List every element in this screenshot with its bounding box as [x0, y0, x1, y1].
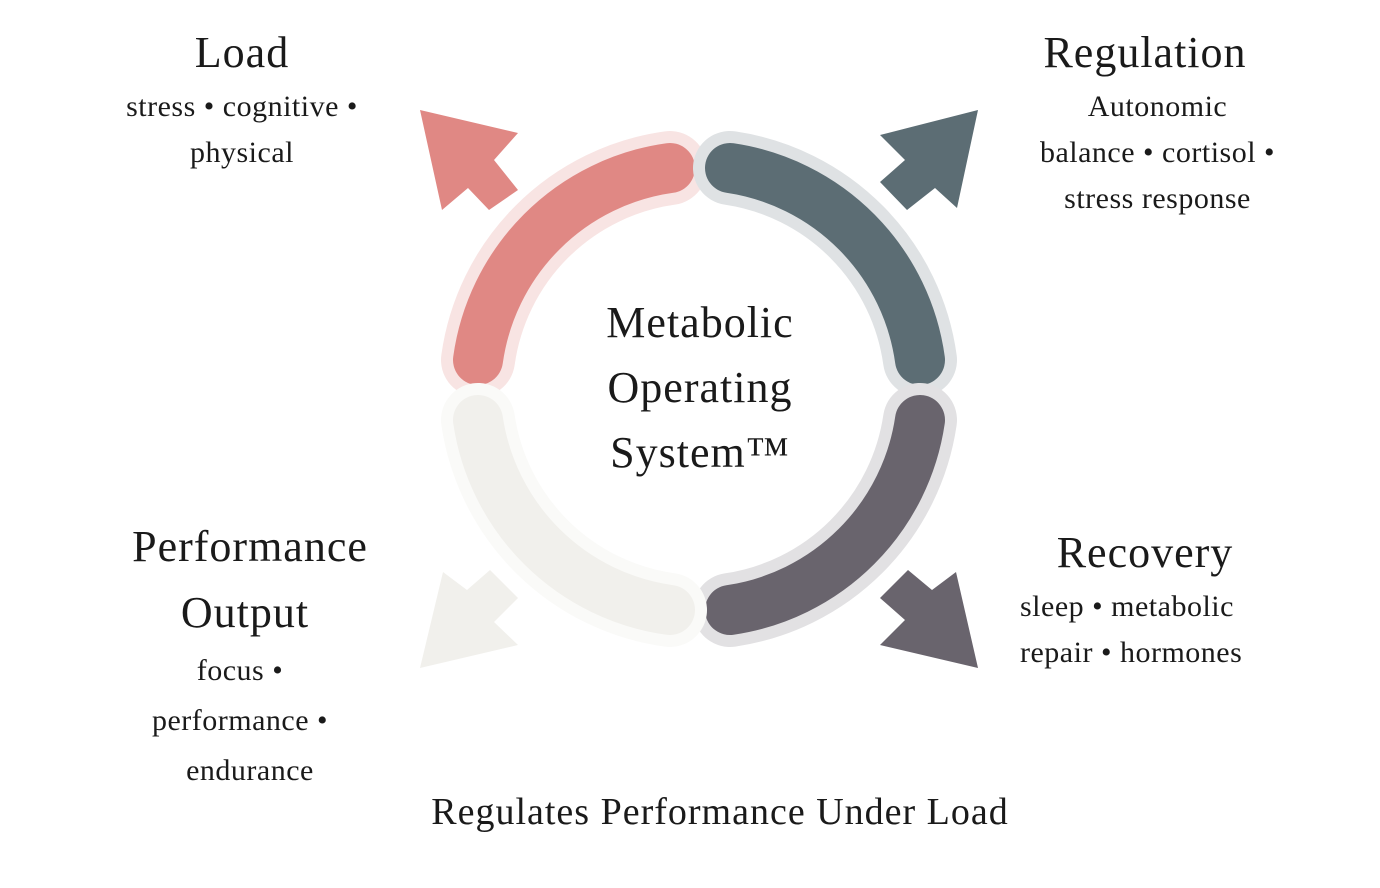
regulation-arc: [705, 143, 945, 385]
performance-description: performance •: [151, 704, 329, 737]
center-title-line: Operating: [607, 363, 793, 412]
recovery-title: Recovery: [1056, 528, 1234, 577]
load-description: physical: [190, 136, 294, 169]
load-label: Load stress • cognitive • physical: [92, 22, 392, 176]
diagram-caption: Regulates Performance Under Load: [431, 791, 1009, 833]
performance-label: Performance Output focus • performance •…: [95, 514, 405, 796]
performance-title: Performance: [132, 522, 368, 571]
load-segment: [420, 110, 707, 397]
performance-arc: [453, 395, 695, 635]
load-arc: [453, 143, 695, 385]
performance-segment: [420, 383, 707, 668]
regulation-description: balance • cortisol •: [1039, 136, 1276, 169]
regulation-description: Autonomic: [1087, 90, 1228, 123]
performance-description: focus •: [196, 654, 284, 687]
load-arrow-icon: [420, 110, 518, 210]
performance-title: Output: [180, 588, 310, 637]
recovery-arrow-icon: [880, 570, 978, 668]
center-title: Metabolic Operating System™: [550, 290, 850, 485]
regulation-label: Regulation Autonomic balance • cortisol …: [995, 22, 1320, 222]
center-title-line: System™: [610, 428, 790, 477]
recovery-arc: [705, 395, 945, 635]
recovery-description: repair • hormones: [1020, 636, 1243, 669]
recovery-label: Recovery sleep • metabolic repair • horm…: [1000, 522, 1300, 676]
regulation-title: Regulation: [1043, 28, 1247, 77]
regulation-segment: [693, 110, 978, 397]
load-title: Load: [194, 28, 290, 77]
center-title-line: Metabolic: [606, 298, 794, 347]
regulation-arrow-icon: [880, 110, 978, 210]
load-description: stress • cognitive •: [126, 90, 358, 123]
recovery-description: sleep • metabolic: [1020, 590, 1234, 623]
recovery-segment: [693, 383, 978, 668]
regulation-description: stress response: [1064, 182, 1251, 215]
performance-description: endurance: [186, 754, 314, 787]
performance-arrow-icon: [420, 570, 518, 668]
